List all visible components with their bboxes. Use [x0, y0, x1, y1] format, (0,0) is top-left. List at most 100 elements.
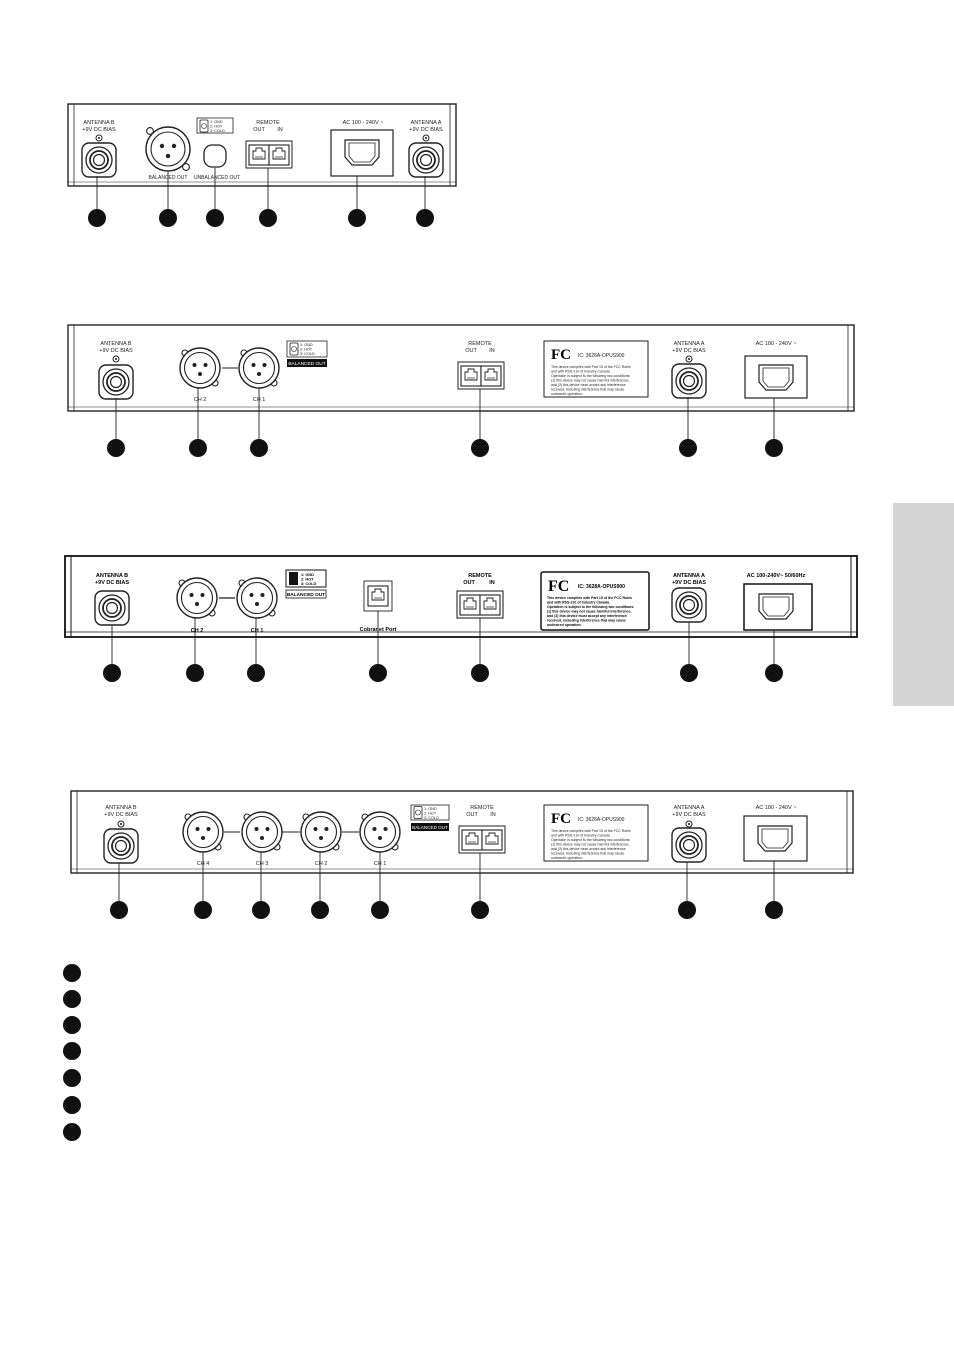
p4-ac-inlet: [757, 825, 793, 852]
p4-fcc-line: and (2) this device must accept any inte…: [551, 847, 626, 851]
p1-antenna-a-label-2: +9V DC BIAS: [409, 127, 443, 133]
legend-bullets: [63, 964, 81, 1141]
p3-fcc-line: Operation is subject to the following tw…: [547, 605, 634, 609]
p2-antenna-a-label-1: ANTENNA A: [674, 341, 705, 347]
p2-ch1-xlr: [238, 347, 280, 389]
p2-ac-label: AC 100 - 240V ~: [756, 341, 797, 347]
p4-fcc-line: (1) this device may not cause harmful in…: [551, 843, 630, 847]
p1-antenna-b-label-1: ANTENNA B: [83, 120, 115, 126]
p1-unbalanced-out-jack: [203, 144, 227, 168]
p3-ac-inlet: [758, 593, 794, 620]
p4-fcc-line: undesired operation.: [551, 856, 583, 860]
p4-fcc-ic-label: IC: 3628A-OPUS900: [578, 817, 625, 823]
p2-remote-in-port: [480, 365, 502, 387]
p1-pinout-icon: [199, 119, 209, 133]
callout-dot: [247, 664, 265, 682]
callout-dot: [371, 901, 389, 919]
p1-pin2-label: 2: HOT: [210, 125, 223, 129]
p4-antenna-a-label-2: +9V DC BIAS: [672, 812, 706, 818]
p2-balanced-out-label: BALANCED OUT: [288, 361, 325, 367]
p3-fcc-notice: This device complies with Part 15 of the…: [547, 596, 634, 627]
p4-ch3-xlr: [241, 811, 283, 853]
callout-dot: [107, 439, 125, 457]
p4-ch3-label: CH 3: [256, 861, 269, 867]
p1-antenna-b-symbol-icon: [95, 134, 103, 142]
p4-antenna-a-symbol-icon: [685, 820, 693, 828]
p4-ac-label: AC 100 - 240V ~: [756, 805, 797, 811]
p3-remote-out-port: [459, 594, 481, 616]
legend-bullet: [63, 990, 81, 1008]
p2-pin1-label: 1: GND: [300, 343, 313, 347]
p4-pin1-label: 1: GND: [424, 807, 437, 811]
p1-ac-label: AC 100 - 240V ~: [343, 120, 384, 126]
p3-pin1-label: 1: GND: [301, 573, 314, 577]
p1-unbalanced-out-label: UNBALANCED OUT: [194, 175, 240, 181]
p4-antenna-b-label-2: +9V DC BIAS: [104, 812, 138, 818]
callout-dot: [88, 209, 106, 227]
p4-ch2-xlr: [300, 811, 342, 853]
p3-ch1-label: CH 1: [251, 628, 264, 634]
p3-fcc-line: and with RSS-210 of Industry Canada.: [547, 601, 610, 605]
p2-fcc-line: Operation is subject to the following tw…: [551, 374, 630, 378]
legend-bullet: [63, 1042, 81, 1060]
callout-dot: [206, 209, 224, 227]
p3-remote-out-label: OUT: [463, 580, 475, 586]
p3-antenna-b-bnc-connector: [94, 590, 130, 626]
callout-dot: [765, 439, 783, 457]
p4-ch4-xlr: [182, 811, 224, 853]
p1-pin1-label: 1: GND: [210, 120, 223, 124]
callout-dot: [311, 901, 329, 919]
panel-4-quad-receiver: ANTENNA B +9V DC BIAS CH 4 CH 3 CH 2 CH …: [70, 790, 854, 919]
p4-remote-out-label: OUT: [466, 812, 478, 818]
p2-antenna-a-label-2: +9V DC BIAS: [672, 348, 706, 354]
p2-fcc-logo-icon: FC: [551, 347, 571, 363]
callout-dot: [252, 901, 270, 919]
p1-remote-out-label: OUT: [253, 127, 265, 133]
p2-antenna-b-label-2: +9V DC BIAS: [99, 348, 133, 354]
p2-remote-label: REMOTE: [468, 341, 492, 347]
callout-dot: [348, 209, 366, 227]
p2-fcc-line: and (2) this device must accept any inte…: [551, 383, 626, 387]
callout-dot: [369, 664, 387, 682]
callout-dot: [416, 209, 434, 227]
p2-antenna-b-label-1: ANTENNA B: [100, 341, 132, 347]
p2-remote-out-port: [460, 365, 482, 387]
p1-ac-inlet: [344, 139, 380, 166]
p1-remote-in-port: [268, 144, 290, 166]
p3-fcc-logo-icon: FC: [548, 578, 569, 595]
p4-remote-in-port: [481, 829, 503, 851]
p2-fcc-line: (1) this device may not cause harmful in…: [551, 379, 630, 383]
p1-antenna-b-bnc-connector: [81, 142, 117, 178]
p4-fcc-line: received, including interference that ma…: [551, 852, 624, 856]
section-tab: [893, 503, 954, 706]
p2-ch2-xlr: [179, 347, 221, 389]
p1-balanced-out-xlr: [145, 126, 191, 172]
p4-pin3-label: 3: COLD: [424, 816, 439, 820]
callout-dot: [471, 439, 489, 457]
p4-antenna-b-symbol-icon: [117, 820, 125, 828]
p3-antenna-a-label-1: ANTENNA A: [673, 573, 705, 579]
callout-dot: [471, 901, 489, 919]
legend-bullet: [63, 964, 81, 982]
p2-pinout-icon: [289, 342, 299, 356]
callout-dot: [189, 439, 207, 457]
panel-3-cobranet-receiver: ANTENNA B +9V DC BIAS CH 2 CH 1 1: GND 2…: [64, 555, 858, 682]
p1-antenna-a-label-1: ANTENNA A: [411, 120, 442, 126]
p4-ch1-xlr: [359, 811, 401, 853]
p4-pinout-icon: [413, 806, 423, 819]
p4-fcc-logo-icon: FC: [551, 811, 571, 827]
p4-antenna-a-bnc-connector: [671, 827, 707, 863]
p2-fcc-line: This device complies with Part 15 of the…: [551, 365, 631, 369]
p4-antenna-a-label-1: ANTENNA A: [674, 805, 705, 811]
p3-ch2-label: CH 2: [191, 628, 204, 634]
p4-ch2-label: CH 2: [315, 861, 328, 867]
panel-2-dual-receiver: ANTENNA B +9V DC BIAS CH 2 CH 1 1: GND 2…: [67, 324, 855, 457]
p4-fcc-line: and with RSS-210 of Industry Canada.: [551, 834, 611, 838]
p2-pin3-label: 3: COLD: [300, 352, 315, 356]
legend-bullet: [63, 1123, 81, 1141]
p3-pinout-icon: [289, 572, 298, 585]
p3-antenna-b-label-2: +9V DC BIAS: [95, 580, 129, 586]
callout-dot: [680, 664, 698, 682]
p1-antenna-b-label-2: +9V DC BIAS: [82, 127, 116, 133]
p2-fcc-line: and with RSS-210 of Industry Canada.: [551, 370, 611, 374]
